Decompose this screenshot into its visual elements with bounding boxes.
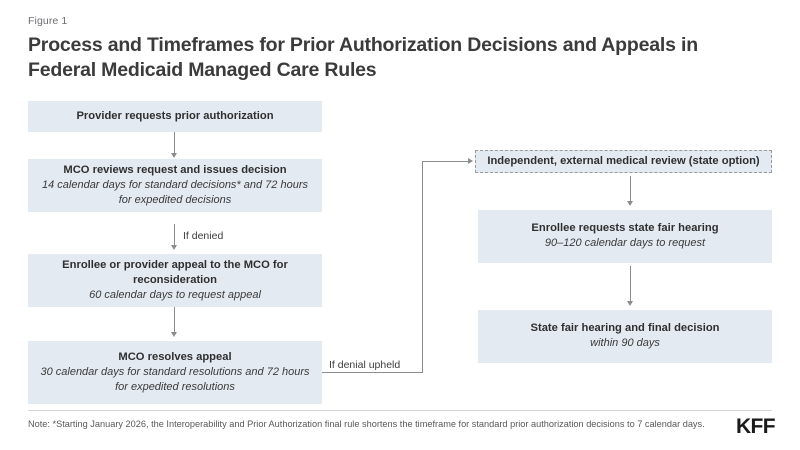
flow-node-heading: Provider requests prior authorization (76, 110, 274, 122)
footnote-text: Note: *Starting January 2026, the Intero… (28, 419, 705, 429)
flow-node-state-fair-hearing-decision: State fair hearing and final decision wi… (478, 310, 772, 363)
flow-node-subtext: 30 calendar days for standard resolution… (40, 365, 310, 394)
connector-line-hearing-request-to-decision (630, 266, 631, 302)
flow-node-subtext: within 90 days (590, 337, 660, 350)
flow-node-external-medical-review: Independent, external medical review (st… (475, 150, 772, 173)
connector-line-denial-upheld-into-review (422, 161, 470, 162)
flow-node-heading: Enrollee requests state fair hearing (531, 222, 719, 235)
flow-node-enrollee-appeal: Enrollee or provider appeal to the MCO f… (28, 254, 322, 307)
connector-line-denial-upheld-riser (422, 161, 423, 373)
arrow-down-icon (171, 245, 177, 250)
connector-line-review-to-hearing-request (630, 176, 631, 202)
flow-node-state-fair-hearing-request: Enrollee requests state fair hearing 90–… (478, 210, 772, 263)
page-title: Process and Timeframes for Prior Authori… (28, 34, 698, 81)
edge-label-if-denial-upheld: If denial upheld (329, 359, 401, 371)
connector-line-appeal-to-resolution (174, 307, 175, 333)
arrow-down-icon (171, 153, 177, 158)
edge-label-if-denied: If denied (183, 230, 224, 242)
flow-node-mco-resolves-appeal: MCO resolves appeal 30 calendar days for… (28, 341, 322, 404)
connector-line-mco-review-to-appeal (174, 224, 175, 246)
flow-node-mco-review: MCO reviews request and issues decision … (28, 159, 322, 212)
flow-node-subtext: 14 calendar days for standard decisions*… (41, 178, 308, 207)
flow-node-heading: Enrollee or provider appeal to the MCO f… (62, 258, 288, 286)
footer-divider (28, 410, 772, 411)
arrow-down-icon (627, 201, 633, 206)
kff-logo: KFF (735, 415, 776, 438)
arrow-down-icon (627, 301, 633, 306)
flow-node-heading: State fair hearing and final decision (530, 322, 720, 335)
figure-number-label: Figure 1 (28, 15, 68, 27)
flow-node-subtext: 60 calendar days to request appeal (89, 288, 261, 301)
arrow-right-icon (468, 157, 473, 164)
arrow-down-icon (171, 332, 177, 337)
flow-node-heading: MCO resolves appeal (118, 350, 232, 363)
flow-node-subtext: 90–120 calendar days to request (544, 237, 706, 250)
connector-line-denial-upheld-horizontal (322, 372, 422, 373)
flow-node-provider-request: Provider requests prior authorization (28, 101, 322, 132)
flow-node-heading: Independent, external medical review (st… (487, 155, 760, 167)
flow-node-heading: MCO reviews request and issues decision (63, 163, 287, 176)
connector-line-provider-to-mco-review (174, 132, 175, 154)
